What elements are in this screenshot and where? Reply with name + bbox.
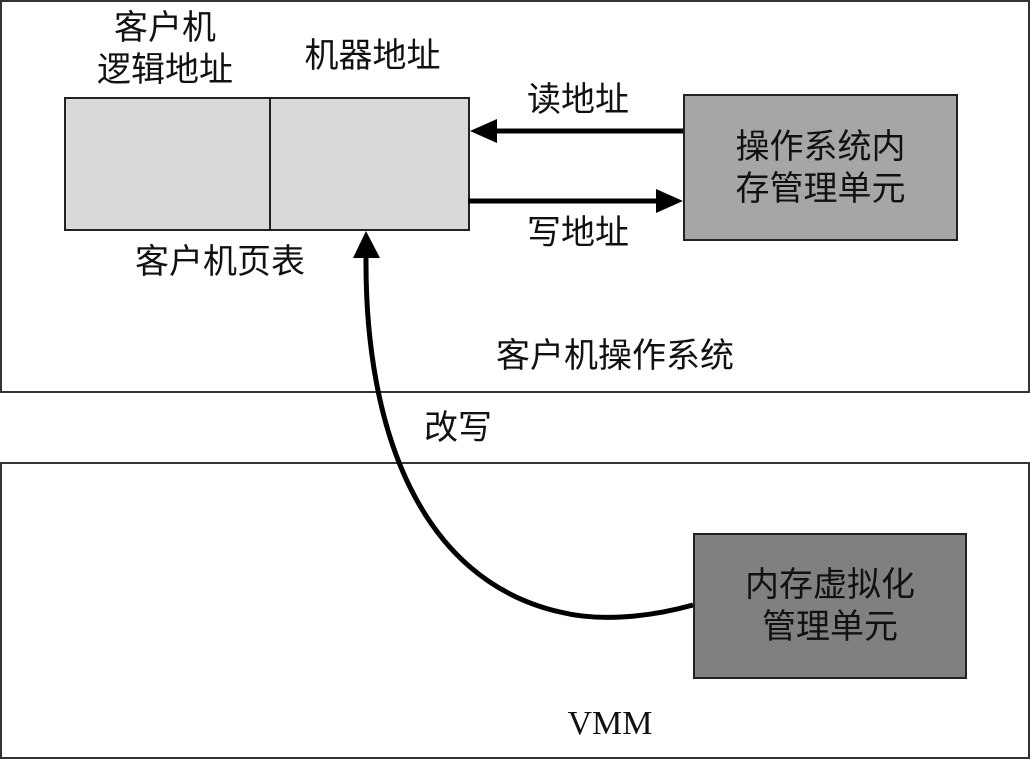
guest-logical-address-label-line1: 客户机: [114, 8, 216, 48]
modify-label: 改写: [424, 408, 492, 448]
memory-virtualization-unit: 内存虚拟化 管理单元: [693, 533, 967, 679]
os-mmu-label-line2: 存管理单元: [735, 168, 906, 209]
modify-arrowhead: [353, 231, 380, 258]
mem-virt-unit-label-line2: 管理单元: [762, 607, 898, 647]
os-memory-management-unit: 操作系统内 存管理单元: [683, 94, 958, 241]
machine-address-label: 机器地址: [304, 36, 441, 76]
modify-arrow-curve: [363, 257, 694, 620]
guest-logical-address-label-line2: 逻辑地址: [97, 50, 233, 90]
vmm-title: VMM: [567, 705, 653, 742]
read-address-arrowhead: [470, 119, 497, 143]
write-address-label: 写地址: [527, 213, 629, 253]
mem-virt-unit-label-line1: 内存虚拟化: [745, 565, 915, 605]
guest-os-title: 客户机操作系统: [496, 336, 734, 376]
guest-page-table-caption: 客户机页表: [135, 242, 305, 282]
guest-page-table: [64, 97, 470, 231]
page-table-column-divider: [269, 99, 271, 229]
read-address-label: 读地址: [527, 80, 629, 120]
write-address-arrowhead: [656, 189, 683, 213]
os-mmu-label-line1: 操作系统内: [735, 126, 906, 167]
